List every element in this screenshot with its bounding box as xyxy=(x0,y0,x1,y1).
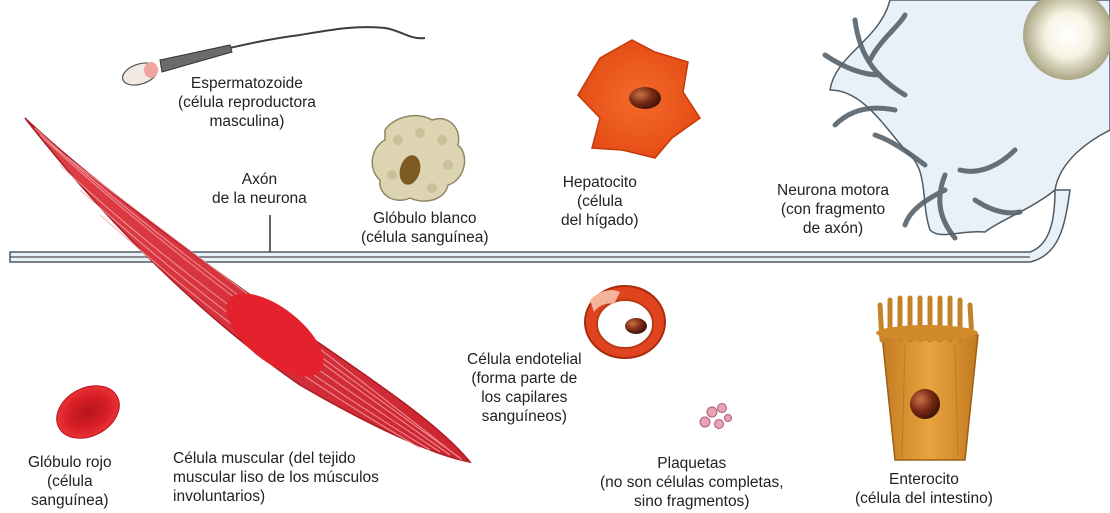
label-line: (célula xyxy=(46,473,93,490)
label-muscular: Célula muscular (del tejido muscular liso… xyxy=(173,449,379,506)
label-line: (célula reproductora xyxy=(178,94,316,111)
label-line: muscular liso de los músculos xyxy=(173,469,379,486)
motor-neuron-icon xyxy=(9,0,1110,263)
label-endotelial: Célula endotelial (forma parte de los capi… xyxy=(467,350,582,426)
label-line: Neurona motora xyxy=(777,182,890,199)
label-line: los capilares xyxy=(481,389,568,406)
label-globulo-blanco: Glóbulo blanco (célula sanguínea) xyxy=(361,209,489,247)
label-line: Enterocito xyxy=(889,471,959,488)
label-neurona: Neurona motora (con fragmento de axón) xyxy=(777,181,889,238)
label-line: masculina) xyxy=(209,113,285,130)
label-line: (célula del intestino) xyxy=(855,490,993,507)
label-line: del hígado) xyxy=(561,212,639,229)
label-plaquetas: Plaquetas (no son células completas, sino … xyxy=(600,454,784,511)
label-line: sanguínea) xyxy=(31,492,109,509)
label-line: Espermatozoide xyxy=(190,75,303,92)
label-enterocito: Enterocito (célula del intestino) xyxy=(855,470,993,508)
hepatocyte-icon xyxy=(577,39,702,159)
label-line: involuntarios) xyxy=(173,488,266,505)
label-line: (célula xyxy=(576,193,623,210)
label-axon: Axón de la neurona xyxy=(212,170,307,208)
label-line: (célula sanguínea) xyxy=(361,229,489,246)
smooth-muscle-cell-icon xyxy=(24,117,472,464)
label-line: Célula muscular (del tejido xyxy=(173,450,356,467)
label-line: de la neurona xyxy=(212,190,307,207)
label-line: sino fragmentos) xyxy=(634,493,750,510)
label-line: Célula endotelial xyxy=(467,351,582,368)
label-line: sanguíneos) xyxy=(481,408,567,425)
sperm-cell-icon xyxy=(122,26,426,86)
red-blood-cell-icon xyxy=(56,385,120,439)
platelets-icon xyxy=(699,403,732,429)
label-line: (con fragmento xyxy=(780,201,886,218)
label-line: de axón) xyxy=(802,220,864,237)
label-line: Axón xyxy=(241,171,278,188)
label-line: (no son células completas, xyxy=(600,474,784,491)
label-line: Plaquetas xyxy=(657,455,727,472)
label-espermatozoide: Espermatozoide (célula reproductora mascul… xyxy=(178,74,316,131)
label-globulo-rojo: Glóbulo rojo (célula sanguínea) xyxy=(28,453,112,510)
white-blood-cell-icon xyxy=(371,114,466,202)
label-line: Hepatocito xyxy=(562,174,637,191)
enterocyte-icon xyxy=(876,295,979,461)
endothelial-cell-icon xyxy=(584,285,666,359)
label-line: Glóbulo blanco xyxy=(373,210,477,227)
label-line: (forma parte de xyxy=(471,370,578,387)
label-line: Glóbulo rojo xyxy=(28,454,112,471)
label-hepatocito: Hepatocito (célula del hígado) xyxy=(561,173,639,230)
